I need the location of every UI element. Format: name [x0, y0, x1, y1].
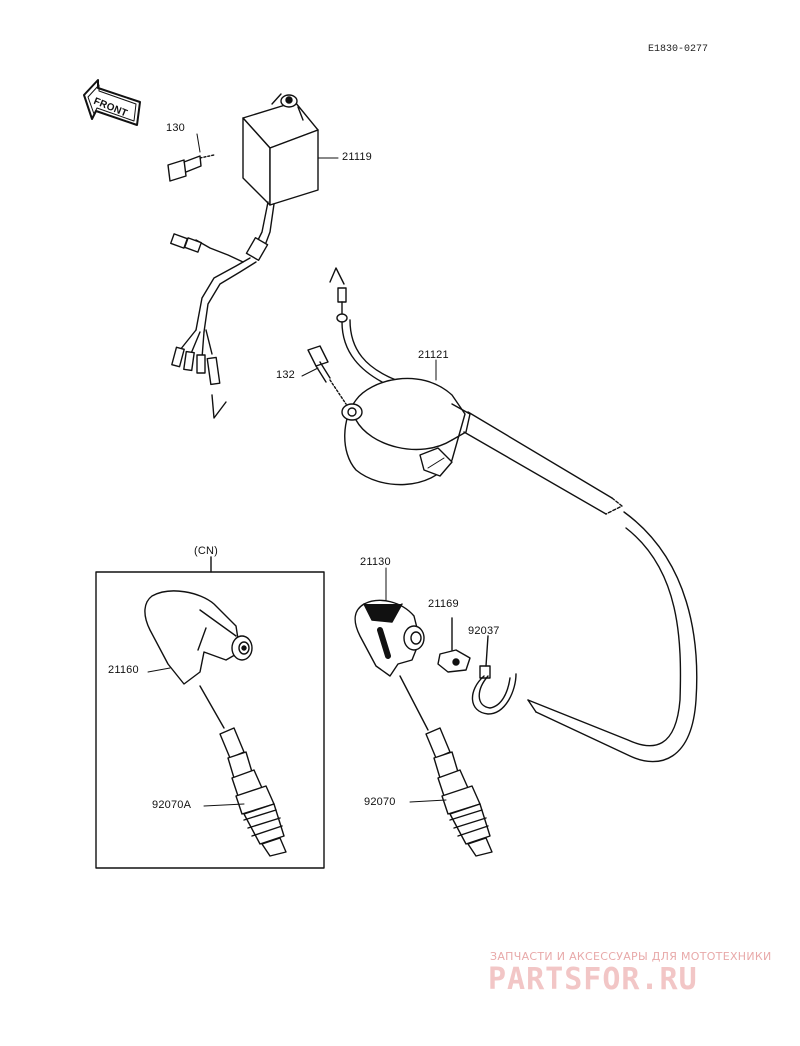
part-label-21169: 21169	[428, 598, 459, 610]
part-label-21130: 21130	[360, 556, 391, 568]
clip-21169	[437, 617, 471, 673]
spark-plug-cap-21130	[354, 599, 429, 731]
reference-code: E1830-0277	[648, 44, 709, 55]
spark-plug-92070	[425, 727, 493, 857]
bolt-132	[307, 345, 347, 405]
watermark-text: ЗАПЧАСТИ И АКСЕССУАРЫ ДЛЯ МОТОТЕХНИКИ	[490, 950, 772, 963]
spark-plug-92070A	[219, 727, 287, 857]
cdi-unit-21119	[167, 93, 319, 419]
front-arrow-icon	[83, 79, 141, 126]
part-label-132: 132	[276, 369, 295, 381]
part-label-21160: 21160	[108, 664, 139, 676]
ignition-coil-21121	[307, 267, 698, 763]
part-label-130: 130	[166, 122, 185, 134]
spark-plug-cap-21160	[144, 590, 253, 729]
part-label-92070: 92070	[364, 796, 396, 808]
part-label-92070A: 92070A	[152, 799, 192, 811]
part-label-21121: 21121	[418, 349, 449, 361]
cn-label: (CN)	[194, 545, 219, 557]
band-92037	[471, 635, 517, 715]
watermark-logo: PARTSFOR.RU	[488, 962, 698, 997]
part-label-92037: 92037	[468, 625, 500, 637]
cn-variant-box	[95, 571, 325, 869]
part-label-21119: 21119	[342, 151, 372, 163]
bolt-130	[167, 154, 215, 182]
